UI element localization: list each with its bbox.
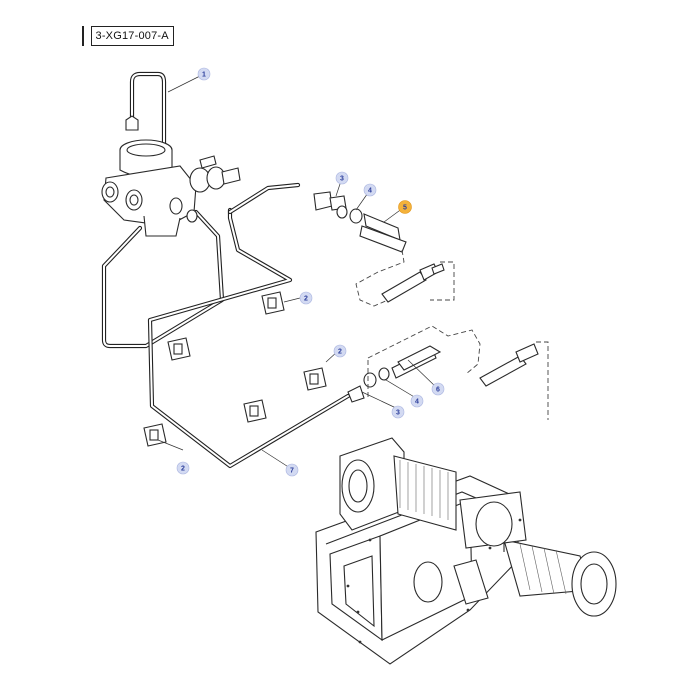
reference-code: 3-XG17-007-A (90, 26, 174, 46)
callout-number: 4 (368, 188, 372, 195)
clip (243, 399, 267, 423)
lower-fitting-chain (347, 325, 549, 420)
reference-bar (82, 26, 84, 46)
callout-dot-1 (197, 67, 211, 81)
clip (303, 367, 327, 391)
brake-valve (101, 115, 241, 237)
callout: 6 (431, 382, 445, 396)
callout-number: 2 (338, 349, 342, 356)
callout: 5 (398, 200, 412, 214)
callout: 4 (410, 394, 424, 408)
callout-dot-3a (335, 171, 349, 185)
callout-dot-2b (176, 461, 190, 475)
callout-dot-6 (431, 382, 445, 396)
callout: 3 (335, 171, 349, 185)
callout-number: 4 (415, 399, 419, 406)
brake-pipes (101, 71, 351, 469)
callout-number: 5 (403, 205, 407, 212)
callout-dot-7 (285, 463, 299, 477)
callout-dot-3b (391, 405, 405, 419)
leader-lines (157, 75, 438, 469)
callout-number: 2 (181, 466, 185, 473)
clip (167, 337, 191, 361)
callout-number: 3 (396, 410, 400, 417)
callout-dot-4a (363, 183, 377, 197)
clip (143, 423, 167, 447)
clip (261, 291, 285, 315)
callouts: 1 2 2 2 3 4 5 3 (176, 67, 445, 477)
callout: 2 (333, 344, 347, 358)
pipe-clips (143, 291, 327, 447)
callout-number: 7 (290, 468, 294, 475)
callout: 1 (197, 67, 211, 81)
callout-dot-2c (333, 344, 347, 358)
callout-number: 1 (202, 72, 206, 79)
callout: 2 (299, 291, 313, 305)
callout-number: 2 (304, 296, 308, 303)
callout-dot-4b (410, 394, 424, 408)
upper-fitting-chain (313, 191, 455, 307)
callout: 4 (363, 183, 377, 197)
callout: 2 (176, 461, 190, 475)
diagram-reference: 3-XG17-007-A (82, 26, 174, 46)
axle-housing (315, 437, 617, 665)
callout-dot-2a (299, 291, 313, 305)
callout-dot-5-highlighted (398, 200, 412, 214)
callout-number: 6 (436, 387, 440, 394)
callout: 3 (391, 405, 405, 419)
callout-number: 3 (340, 176, 344, 183)
callout: 7 (285, 463, 299, 477)
